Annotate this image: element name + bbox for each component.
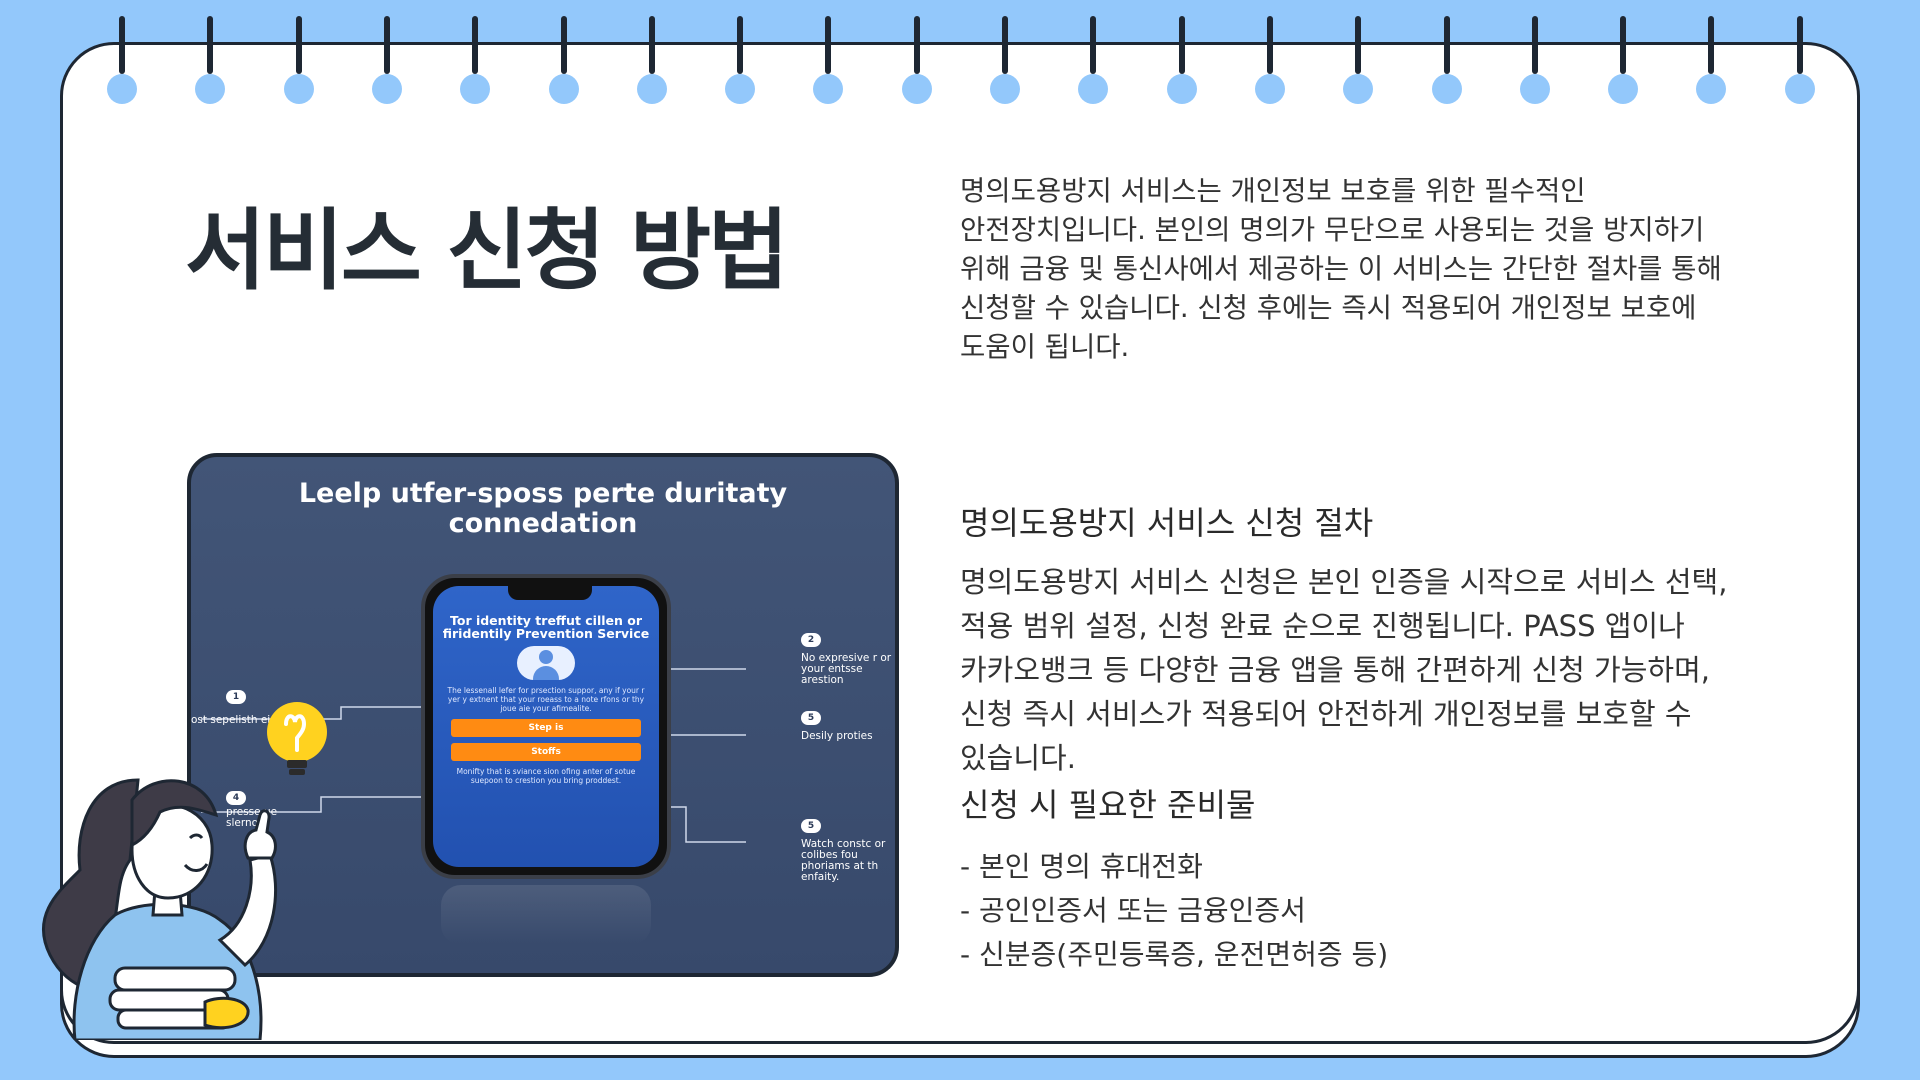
- callout-text: presse ue slerno: [226, 806, 278, 829]
- callout-text: Desily proties: [801, 730, 873, 742]
- procedure-heading: 명의도용방지 서비스 신청 절차: [960, 504, 1374, 542]
- spiral-ring: [1519, 16, 1551, 104]
- spiral-ring: [548, 16, 580, 104]
- ring-wire: [1708, 16, 1715, 74]
- spiral-ring: [636, 16, 668, 104]
- user-avatar-icon: [517, 646, 575, 680]
- spiral-ring: [459, 16, 491, 104]
- ring-wire: [648, 16, 655, 74]
- ring-hole: [107, 74, 137, 104]
- callout-number: 5: [801, 819, 821, 833]
- ring-hole: [1254, 74, 1285, 104]
- ring-hole: [371, 74, 402, 104]
- smartphone-image: Tor identity treffut cillen or firidenti…: [421, 574, 671, 879]
- spiral-ring: [1254, 16, 1286, 104]
- ring-wire: [1443, 16, 1450, 74]
- callout-text: Watch constc or colibes fou phoriams at …: [801, 838, 886, 883]
- ring-hole: [1519, 74, 1550, 104]
- phone-screen-title: Tor identity treffut cillen or firidenti…: [442, 613, 650, 641]
- infographic-title: Leelp utfer-sposs perte duritaty conneda…: [298, 478, 788, 539]
- callout-number: 2: [801, 633, 821, 647]
- ring-wire: [472, 16, 479, 74]
- requirements-list: - 본인 명의 휴대전화 - 공인인증서 또는 금융인증서 - 신분증(주민등록…: [960, 845, 1388, 977]
- ring-wire: [1620, 16, 1627, 74]
- ring-wire: [119, 16, 125, 74]
- ring-wire: [295, 16, 302, 74]
- spiral-ring: [1077, 16, 1109, 104]
- ring-wire: [737, 16, 744, 74]
- woman-with-books-illustration: [42, 778, 278, 1040]
- ring-wire: [383, 16, 390, 74]
- ring-hole: [283, 74, 314, 104]
- ring-wire: [1531, 16, 1538, 74]
- ring-wire: [913, 16, 920, 74]
- spiral-binding: [0, 0, 1920, 104]
- requirement-item: - 신분증(주민등록증, 운전면허증 등): [960, 938, 1389, 971]
- ring-hole: [1696, 74, 1727, 104]
- ring-hole: [1166, 74, 1197, 104]
- callout-number: 1: [226, 690, 246, 704]
- spiral-ring: [106, 16, 138, 104]
- infographic-image: Leelp utfer-sposs perte duritaty conneda…: [187, 453, 899, 977]
- ring-hole: [901, 74, 932, 104]
- spiral-ring: [1784, 16, 1816, 104]
- ring-hole: [725, 74, 756, 104]
- phone-reflection: [441, 885, 651, 945]
- spiral-ring: [194, 16, 226, 104]
- intro-paragraph: 명의도용방지 서비스는 개인정보 보호를 위한 필수적인 안전장치입니다. 본인…: [960, 175, 1722, 363]
- requirements-heading: 신청 시 필요한 준비물: [960, 786, 1256, 824]
- phone-screen-footnote: Monifty that is sviance sion ofing anter…: [456, 767, 636, 785]
- ring-wire: [1090, 16, 1097, 74]
- spiral-ring: [901, 16, 933, 104]
- ring-wire: [207, 16, 214, 74]
- callout-text: ost sepelisth eir youre de: [191, 714, 325, 726]
- ring-wire: [825, 16, 832, 74]
- phone-start-button: Stoffs: [451, 743, 641, 761]
- phone-screen-note: The lessenall lefer for prsection suppor…: [447, 686, 645, 713]
- ring-hole: [1431, 74, 1462, 104]
- ring-hole: [990, 74, 1020, 104]
- spiral-ring: [724, 16, 756, 104]
- spiral-ring: [371, 16, 403, 104]
- spiral-ring: [283, 16, 315, 104]
- procedure-paragraph: 명의도용방지 서비스 신청은 본인 인증을 시작으로 서비스 선택, 적용 범위…: [960, 565, 1728, 775]
- phone-step-button: Step is: [451, 719, 641, 737]
- ring-hole: [460, 74, 491, 104]
- spiral-ring: [812, 16, 844, 104]
- ring-wire: [1002, 16, 1008, 74]
- books-icon: [108, 966, 250, 1030]
- ring-hole: [1078, 74, 1109, 104]
- ring-hole: [1343, 74, 1374, 104]
- slide-title: 서비스 신청 방법: [185, 199, 789, 302]
- callout-text: No expresive r or your entsse arestion: [801, 652, 892, 686]
- spiral-ring: [1342, 16, 1374, 104]
- ring-hole: [548, 74, 579, 104]
- spiral-ring: [1695, 16, 1727, 104]
- ring-hole: [1784, 74, 1815, 104]
- ring-wire: [1178, 16, 1185, 74]
- ring-hole: [1608, 74, 1639, 104]
- ring-wire: [1355, 16, 1362, 74]
- ring-wire: [1796, 16, 1803, 74]
- ring-wire: [560, 16, 567, 74]
- ring-hole: [636, 74, 667, 104]
- lightbulb-icon: [267, 702, 327, 775]
- spiral-ring: [1431, 16, 1463, 104]
- ring-wire: [1266, 16, 1273, 74]
- callout-number: 4: [226, 791, 246, 805]
- ring-hole: [195, 74, 226, 104]
- spiral-ring: [989, 16, 1021, 104]
- spiral-ring: [1607, 16, 1639, 104]
- requirement-item: - 공인인증서 또는 금융인증서: [960, 894, 1306, 927]
- phone-notch: [508, 586, 592, 600]
- phone-screen: Tor identity treffut cillen or firidenti…: [433, 586, 659, 867]
- requirement-item: - 본인 명의 휴대전화: [960, 850, 1203, 883]
- ring-hole: [813, 74, 844, 104]
- spiral-ring: [1166, 16, 1198, 104]
- callout-number: 5: [801, 711, 821, 725]
